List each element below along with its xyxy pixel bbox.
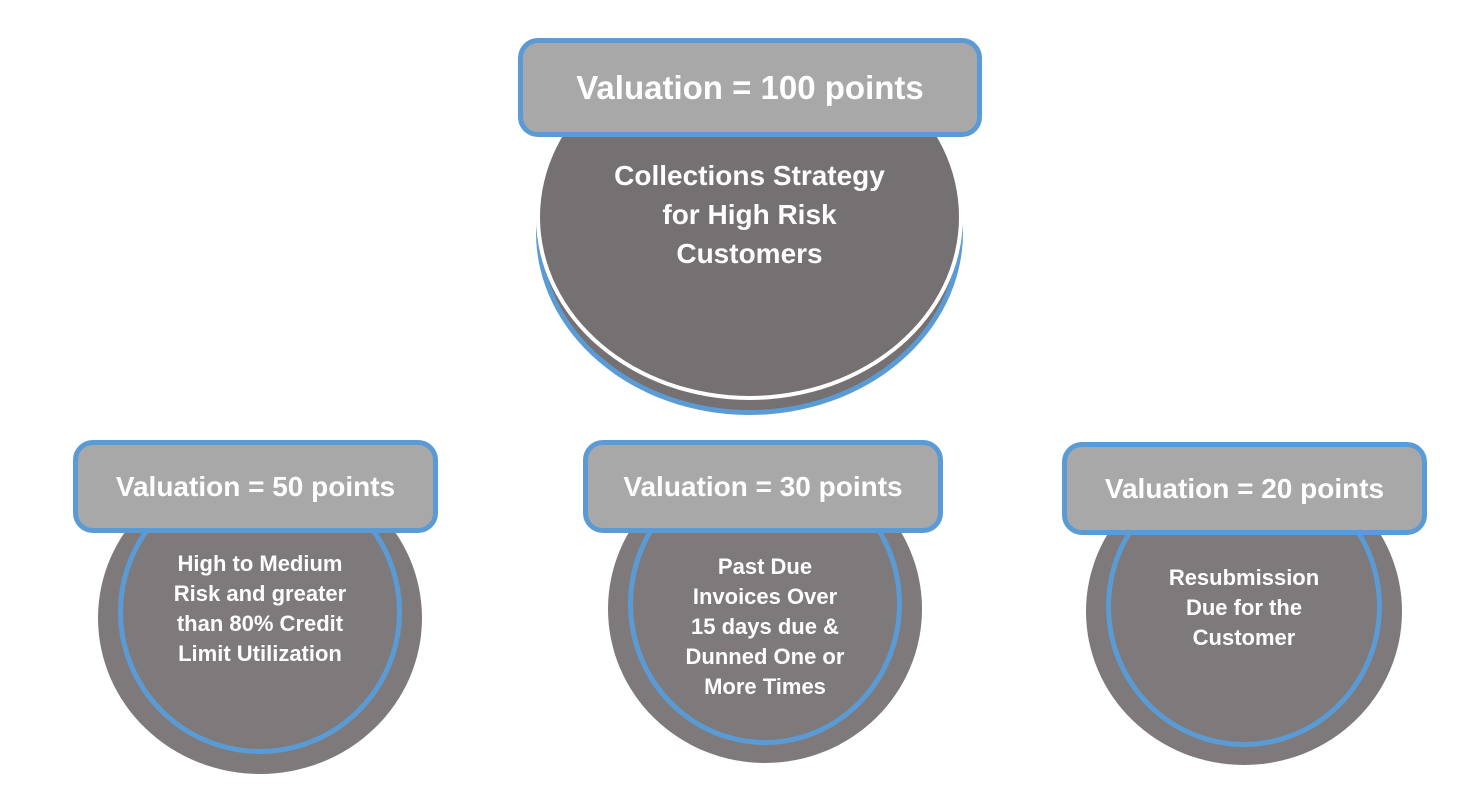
body-line: Limit Utilization (178, 641, 342, 666)
child-valuation-badge-label: Valuation = 20 points (1104, 472, 1385, 504)
body-line: Past Due (717, 554, 813, 579)
child-valuation-badge-label: Valuation = 50 points (115, 470, 396, 502)
child-valuation-badge: Valuation = 30 points (583, 440, 943, 533)
child-body-text: Resubmission Due for the Customer (1086, 563, 1402, 653)
body-line: for High Risk (662, 199, 837, 230)
child-valuation-badge: Valuation = 50 points (73, 440, 438, 533)
body-line: Invoices Over (692, 584, 838, 609)
child-body-text: Past Due Invoices Over 15 days due & Dun… (608, 552, 922, 702)
body-line: Customers (676, 238, 823, 269)
body-line: Risk and greater (173, 581, 347, 606)
body-line: More Times (704, 674, 826, 699)
root-valuation-badge-label: Valuation = 100 points (576, 68, 924, 106)
body-line: Due for the (1185, 595, 1303, 620)
body-line: than 80% Credit (176, 611, 344, 636)
body-line: High to Medium (177, 551, 343, 576)
child-valuation-badge-label: Valuation = 30 points (623, 470, 903, 502)
child-body-text: High to Medium Risk and greater than 80%… (98, 549, 422, 669)
root-valuation-badge: Valuation = 100 points (518, 38, 982, 137)
root-body-text: Collections Strategy for High Risk Custo… (536, 156, 963, 273)
body-line: Dunned One or (685, 644, 845, 669)
body-line: Resubmission (1168, 565, 1320, 590)
body-line: 15 days due & (691, 614, 839, 639)
body-line: Customer (1192, 625, 1296, 650)
body-line: Collections Strategy (614, 160, 885, 191)
child-valuation-badge: Valuation = 20 points (1062, 442, 1427, 535)
